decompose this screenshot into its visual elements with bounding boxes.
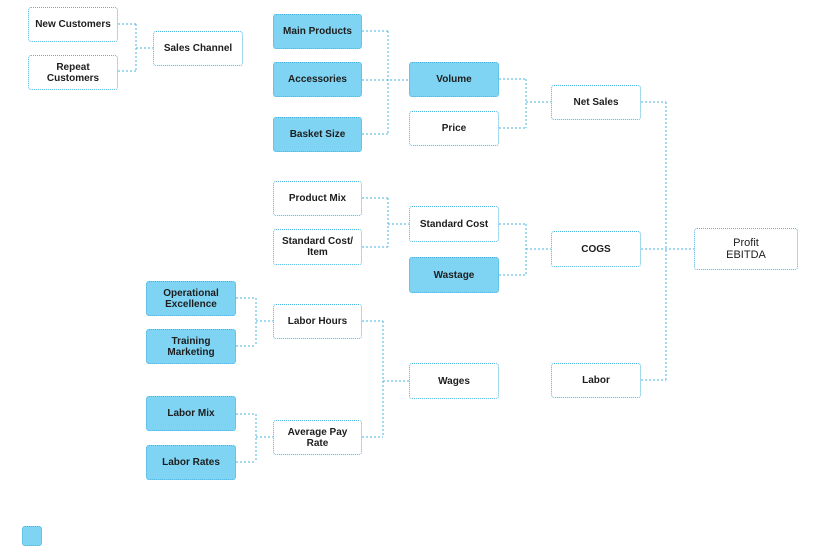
price-node: Price [409, 111, 499, 146]
product-mix-node: Product Mix [273, 181, 362, 216]
labor-rates-node: Labor Rates [146, 445, 236, 480]
legend-highlight-swatch [22, 526, 42, 546]
sales-channel-node: Sales Channel [153, 31, 243, 66]
repeat-customers-node: Repeat Customers [28, 55, 118, 90]
main-products-node: Main Products [273, 14, 362, 49]
net-sales-node: Net Sales [551, 85, 641, 120]
average-pay-rate-node: Average Pay Rate [273, 420, 362, 455]
basket-size-node: Basket Size [273, 117, 362, 152]
wastage-node: Wastage [409, 257, 499, 293]
volume-node: Volume [409, 62, 499, 97]
operational-excellence-node: Operational Excellence [146, 281, 236, 316]
standard-cost-node: Standard Cost [409, 206, 499, 242]
labor-mix-node: Labor Mix [146, 396, 236, 431]
labor-node: Labor [551, 363, 641, 398]
training-marketing-node: Training Marketing [146, 329, 236, 364]
cogs-node: COGS [551, 231, 641, 267]
labor-hours-node: Labor Hours [273, 304, 362, 339]
new-customers-node: New Customers [28, 7, 118, 42]
wages-node: Wages [409, 363, 499, 399]
standard-cost-item-node: Standard Cost/ Item [273, 229, 362, 265]
accessories-node: Accessories [273, 62, 362, 97]
profit-ebitda-node: Profit EBITDA [694, 228, 798, 270]
